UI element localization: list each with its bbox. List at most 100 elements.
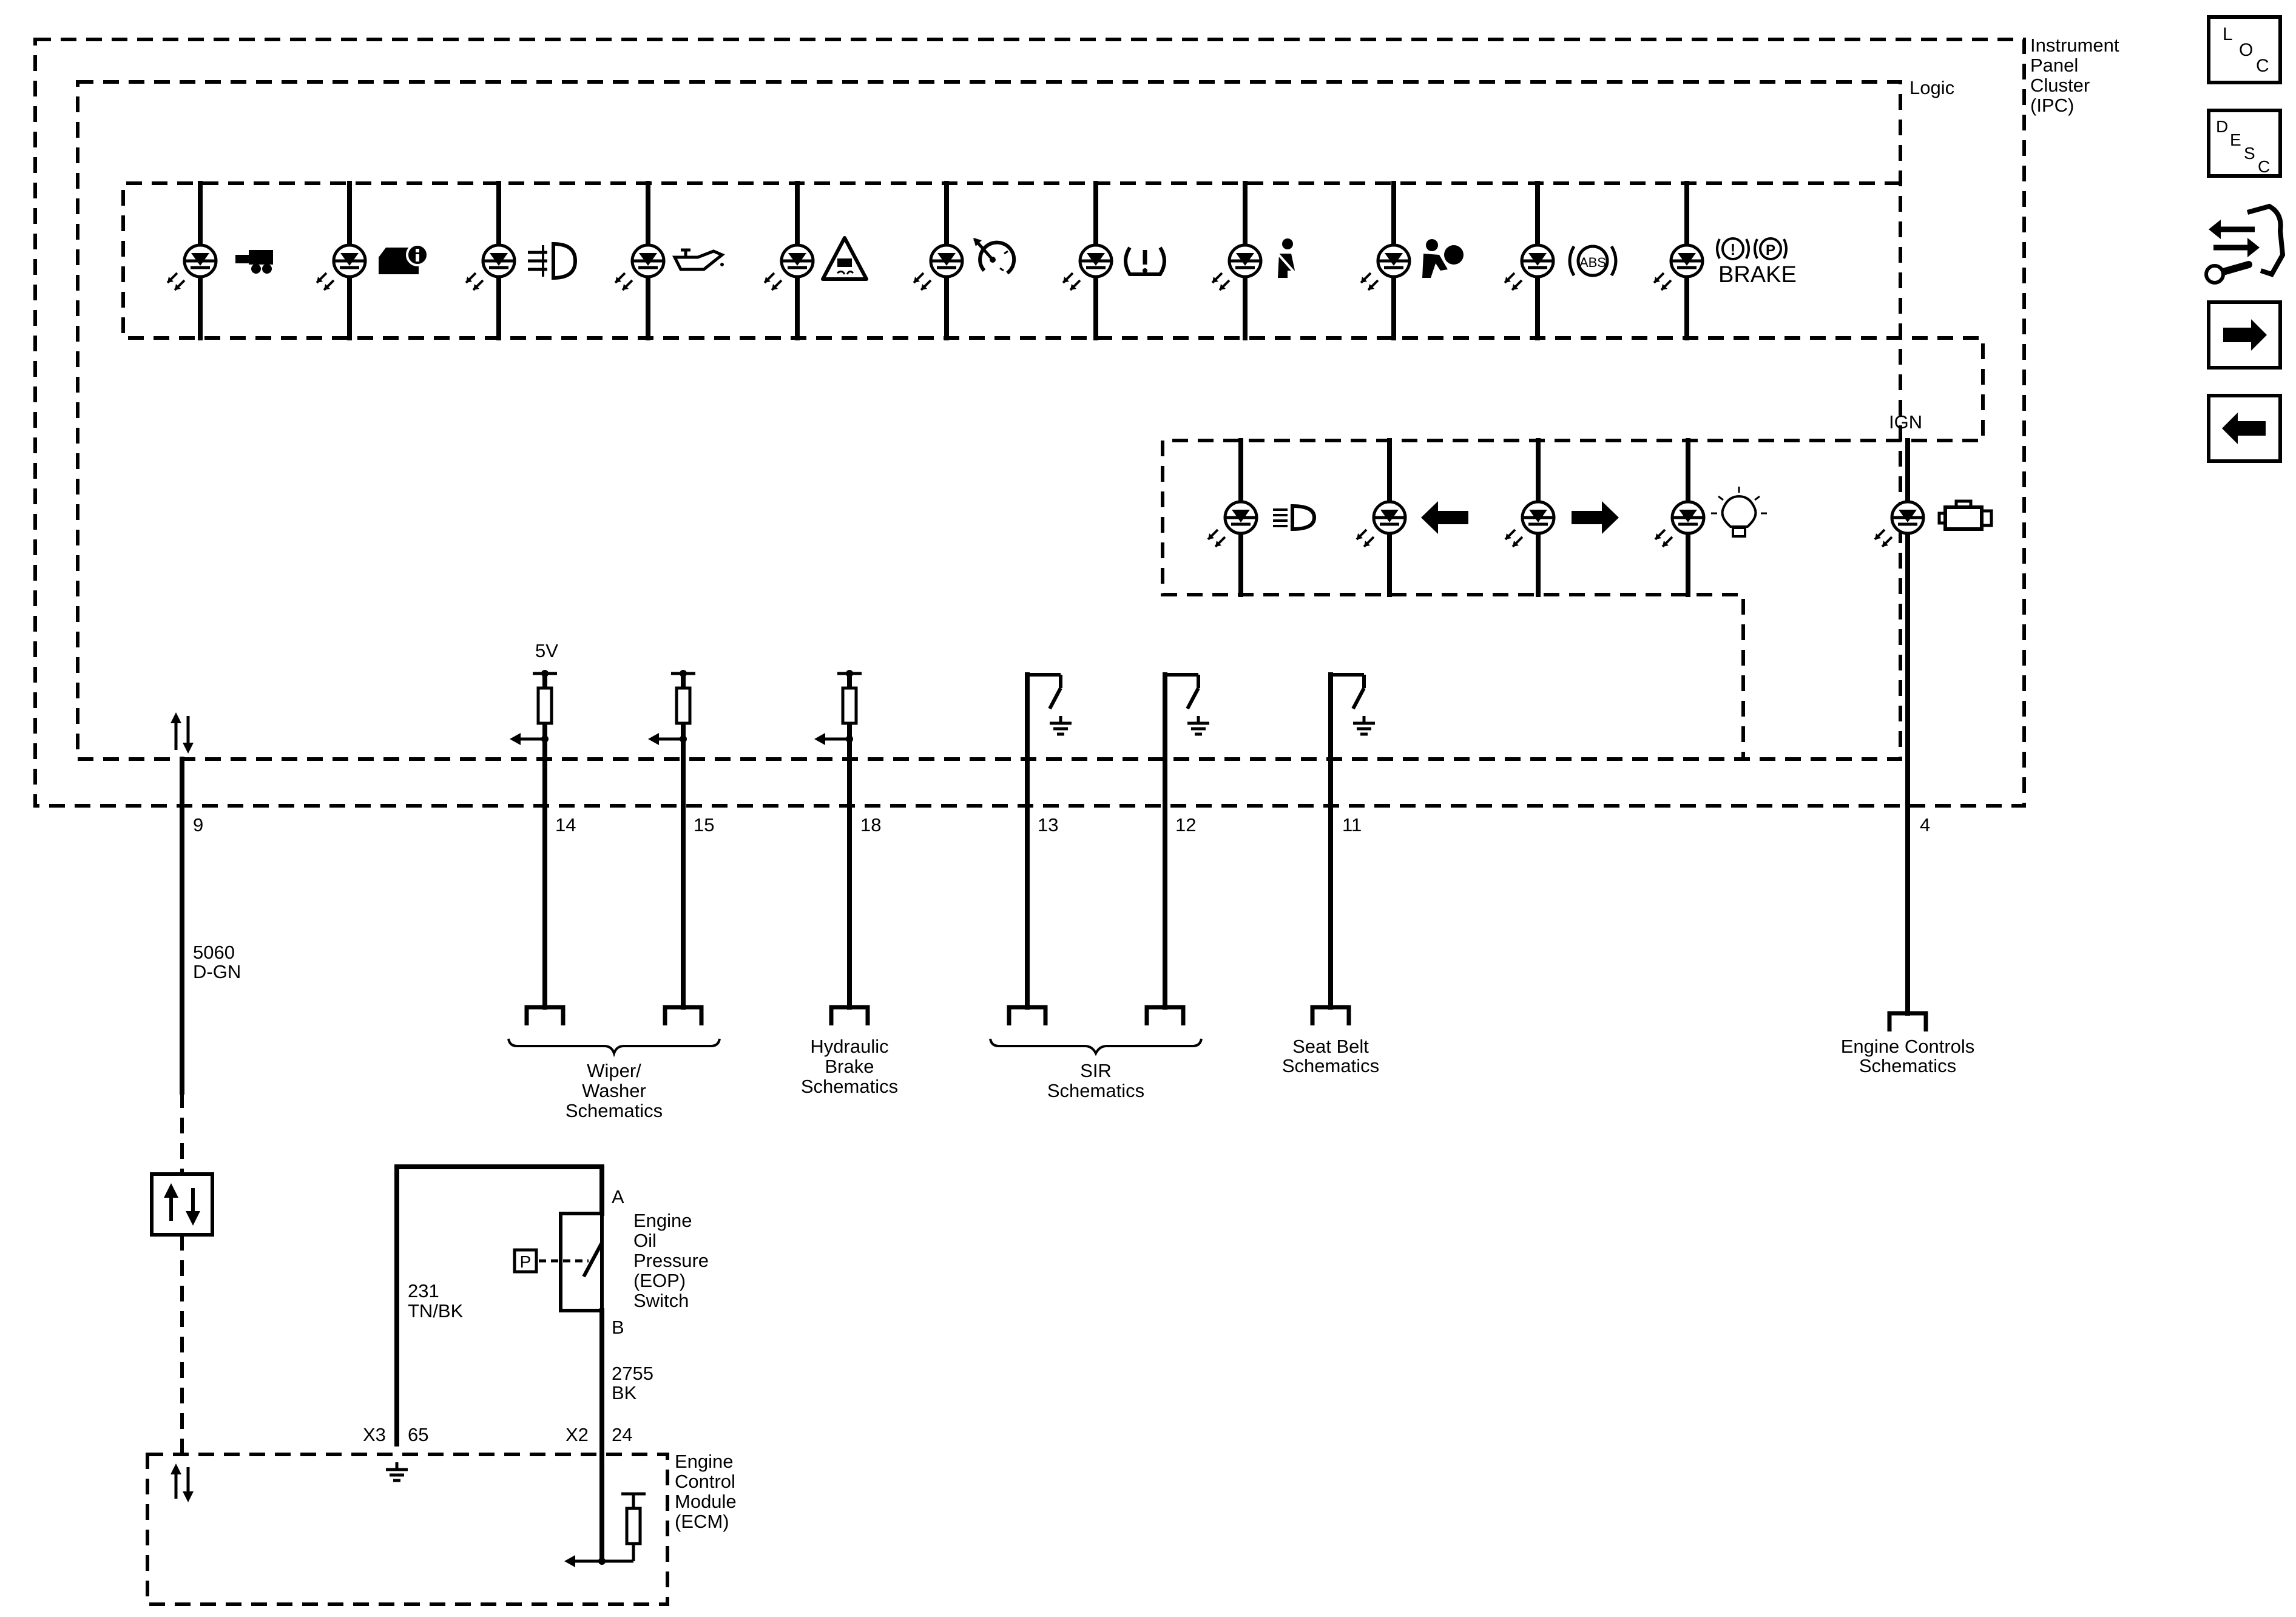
ecm-x2-label: X2 [566, 1424, 589, 1445]
ipc-label: Instrument Panel Cluster (IPC) [2030, 35, 2119, 116]
brake-warning-icon: ! P BRAKE [1716, 237, 1797, 288]
terminal-a-label: A [612, 1186, 624, 1207]
wire-2755-circuit: 2755 [612, 1363, 653, 1384]
serial-data-splice-icon [150, 1172, 214, 1237]
ecm-serial-data-icon [171, 1463, 194, 1502]
left-turn-arrow-icon [1421, 501, 1468, 534]
ecm: X3 65 X2 24 Engine Control Module (ECM) [146, 1424, 737, 1606]
trailer-indicator [167, 181, 273, 340]
airbag-indicator [1361, 181, 1464, 340]
sir-ref-line2: Schematics [1047, 1080, 1144, 1101]
hydraulic-ref-line3: Schematics [801, 1076, 898, 1097]
desc-letter-e: E [2230, 130, 2241, 149]
tire-pressure-icon [1124, 246, 1166, 276]
second-indicator-row [1208, 438, 1767, 597]
brake-exclamation: ! [1730, 240, 1736, 258]
desc-letter-c: C [2258, 157, 2270, 176]
abs-label: ABS [1579, 255, 1606, 270]
switch-input-12: 12 [1147, 672, 1209, 1025]
vehicle-info-icon [379, 243, 429, 274]
hydraulic-brake-circuit: 18 Hydraulic Brake Schematics [801, 670, 898, 1097]
traction-control-indicator [765, 181, 868, 340]
pin-9-label: 9 [193, 814, 203, 836]
wiper-ref-line1: Wiper/ [587, 1060, 641, 1081]
eop-label-line3: Pressure [633, 1250, 709, 1271]
speed-control-indicator [914, 181, 1016, 340]
connector-reference-icon[interactable] [2204, 203, 2286, 285]
wiper-ref-line3: Schematics [566, 1100, 663, 1121]
airbag-icon [1422, 239, 1464, 278]
wiper-ref-line2: Washer [582, 1080, 646, 1101]
previous-page-icon[interactable] [2207, 394, 2282, 463]
eop-switch-circuit: P A B Engine Oil Pressure (EOP) Switch 2… [394, 1164, 709, 1564]
hydraulic-brake-schematics-link[interactable]: Hydraulic Brake Schematics [801, 1036, 898, 1097]
speed-control-icon [973, 238, 1016, 275]
wiper-washer-schematics-link[interactable]: Wiper/ Washer Schematics [566, 1060, 663, 1121]
sir-ref-line1: SIR [1080, 1060, 1112, 1081]
eop-label-line5: Switch [633, 1290, 689, 1311]
right-turn-arrow-icon [1572, 501, 1619, 534]
exterior-lamp-icon [1711, 487, 1767, 538]
top-indicator-row: ABS ! P BRAKE [167, 181, 1797, 340]
eop-switch-label: Engine Oil Pressure (EOP) Switch [633, 1210, 709, 1311]
pullup-14: 14 [510, 670, 576, 1025]
wire-5060-circuit: 5060 [193, 942, 235, 963]
wire-231-circuit: 231 [408, 1280, 439, 1301]
engine-indicator: IGN 4 Engine Controls Schematics [1841, 411, 1993, 1076]
wire-231-color: TN/BK [408, 1300, 464, 1322]
loc-button[interactable]: L O C [2207, 15, 2282, 84]
logic-label: Logic [1909, 77, 1954, 98]
desc-letter-d: D [2216, 117, 2228, 136]
next-page-icon[interactable] [2207, 300, 2282, 370]
ecm-label-line2: Control [675, 1471, 735, 1492]
loc-letter-c: C [2256, 56, 2269, 76]
pin-13-label: 13 [1038, 814, 1058, 836]
left-turn-indicator [1357, 438, 1468, 597]
abs-indicator: ABS [1505, 181, 1618, 340]
seat-belt-icon [1275, 238, 1297, 278]
seat-belt-ref-line1: Seat Belt [1292, 1036, 1369, 1057]
pin-14-label: 14 [555, 814, 576, 836]
exterior-lamp-indicator [1655, 438, 1767, 597]
ecm-ground-symbol [386, 1462, 408, 1480]
pressure-label: P [520, 1252, 532, 1271]
ign-label: IGN [1889, 411, 1922, 433]
ipc-label-line1: Instrument [2030, 35, 2119, 56]
eop-label-line4: (EOP) [633, 1270, 686, 1291]
engine-controls-schematics-link[interactable]: Engine Controls Schematics [1841, 1036, 1975, 1076]
eop-label-line1: Engine [633, 1210, 692, 1231]
serial-data-circuit: 9 5060 D-GN [150, 712, 241, 1502]
high-beam-icon [1273, 504, 1317, 532]
ecm-label: Engine Control Module (ECM) [675, 1451, 737, 1532]
seat-belt-schematics-link[interactable]: Seat Belt Schematics [1282, 1036, 1379, 1076]
ecm-x3-label: X3 [363, 1424, 386, 1445]
high-beam-indicator [1208, 438, 1317, 597]
navigation-panel: L O C D E S C [2204, 15, 2286, 463]
pullup-15: 15 [648, 670, 714, 1025]
pin-4-label: 4 [1920, 814, 1930, 836]
loc-letter-l: L [2223, 24, 2233, 44]
ecm-pin-65-label: 65 [408, 1424, 428, 1445]
pin-15-label: 15 [694, 814, 714, 836]
wiper-washer-circuits: 5V 14 15 Wiper/ Washer Schem [507, 640, 721, 1121]
check-engine-icon [1937, 499, 1993, 531]
pin-12-label: 12 [1175, 814, 1196, 836]
top-indicator-group-boundary [121, 181, 1985, 759]
sir-schematics-link[interactable]: SIR Schematics [1047, 1060, 1144, 1101]
pin-18-label: 18 [860, 814, 881, 836]
oil-can-icon [672, 248, 725, 271]
desc-button[interactable]: D E S C [2207, 109, 2282, 178]
vehicle-info-indicator [317, 181, 429, 340]
serial-data-icon [171, 712, 194, 754]
pressure-symbol [513, 1248, 538, 1274]
brake-park-symbol: P [1766, 242, 1775, 258]
seat-belt-indicator [1212, 181, 1297, 340]
oil-pressure-indicator [615, 181, 725, 340]
ecm-label-line3: Module [675, 1491, 737, 1512]
eop-label-line2: Oil [633, 1230, 657, 1251]
ecm-label-line1: Engine [675, 1451, 734, 1472]
ecm-pullup [564, 1492, 646, 1567]
trailer-icon [235, 250, 273, 274]
fog-lamp-indicator [466, 181, 578, 340]
engine-controls-ref-line1: Engine Controls [1841, 1036, 1975, 1057]
